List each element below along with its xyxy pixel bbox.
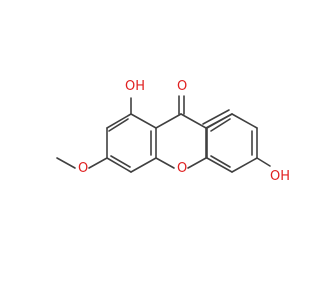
label-methoxy-o: O xyxy=(78,161,88,176)
molecule-structure: OH O O O OH xyxy=(56,79,290,184)
bond-ring-c-1 xyxy=(155,113,182,129)
bond-ring-a-1-double xyxy=(108,118,129,132)
bond-ring-a-1 xyxy=(106,113,132,129)
atom-labels: OH O O O OH xyxy=(78,79,290,184)
bond-ring-c-5 xyxy=(155,157,175,169)
bond-ring-b-4-double xyxy=(210,155,231,168)
bond-ring-b-4 xyxy=(206,157,233,173)
bond-ring-b-1 xyxy=(231,113,258,129)
bond-hydroxyl-right xyxy=(256,157,271,167)
bond-exocyclic-2 xyxy=(202,109,230,125)
label-hydroxyl-top: OH xyxy=(125,79,145,94)
label-carbonyl-o: O xyxy=(177,79,187,94)
bond-ring-a-3 xyxy=(106,157,132,173)
bond-ring-b-6-double xyxy=(210,118,231,132)
bond-ring-a-6 xyxy=(130,113,157,129)
label-ring-o: O xyxy=(177,161,187,176)
bond-methoxy-1 xyxy=(88,157,108,169)
bond-methoxy-2 xyxy=(56,157,76,169)
bond-ring-a-3-double xyxy=(110,155,131,168)
bond-ring-b-3 xyxy=(231,157,258,173)
bond-ring-c-4 xyxy=(187,157,207,169)
label-hydroxyl-right: OH xyxy=(270,169,290,184)
bonds xyxy=(56,95,271,173)
bond-ring-b-6 xyxy=(206,113,233,129)
bond-ring-c-2 xyxy=(180,113,207,129)
bond-ring-a-4 xyxy=(130,157,157,173)
